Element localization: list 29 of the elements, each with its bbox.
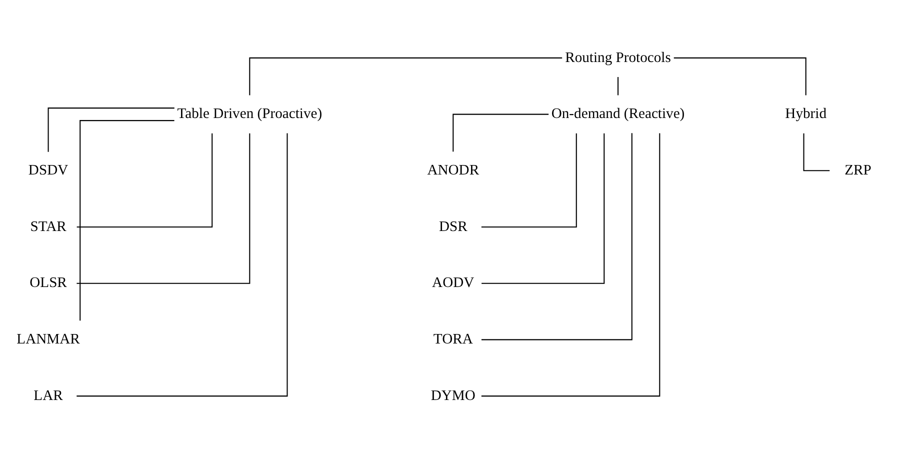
node-text: ANODR	[427, 162, 480, 178]
connector	[482, 132, 605, 284]
connector	[481, 132, 660, 396]
node-text: AODV	[432, 274, 474, 291]
connector	[618, 76, 619, 95]
node-text: LANMAR	[16, 331, 80, 348]
node-text: Routing Protocols	[565, 49, 671, 66]
connector	[48, 107, 174, 152]
node-text: DSDV	[28, 162, 68, 178]
connector	[76, 132, 250, 284]
node-text: ZRP	[844, 162, 872, 178]
connector	[481, 132, 632, 340]
node-text: STAR	[30, 218, 66, 234]
node-text: OLSR	[30, 274, 67, 291]
node-text: Table Driven (Proactive)	[177, 106, 322, 122]
connector	[481, 132, 577, 228]
node-text: On-demand (Reactive)	[551, 106, 685, 122]
connector	[452, 113, 549, 152]
node-text: LAR	[34, 387, 63, 404]
node-text: DSR	[438, 218, 468, 234]
connector	[76, 132, 288, 396]
connector	[803, 132, 830, 171]
node-text: DYMO	[430, 387, 476, 404]
connector	[80, 120, 174, 320]
connector	[249, 56, 562, 95]
connector	[76, 132, 213, 228]
node-text: TORA	[433, 331, 473, 348]
node-text: Hybrid	[785, 106, 827, 122]
connector	[674, 56, 806, 95]
